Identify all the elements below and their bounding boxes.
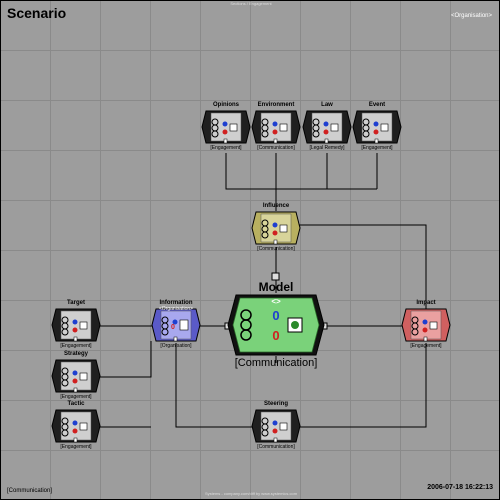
node-title: Model xyxy=(258,280,294,294)
node-subtitle: [Legal Remedy] xyxy=(309,145,345,151)
information-top-label: <Organisation> xyxy=(158,306,194,312)
node-title: Target xyxy=(67,300,85,306)
hexagon-shape xyxy=(251,110,301,144)
wire-strategy-information xyxy=(99,341,152,378)
node-law[interactable]: Law [Legal Remedy] xyxy=(302,102,352,154)
node-title: Opinions xyxy=(213,102,239,108)
hexagon-shape xyxy=(302,110,352,144)
hexagon-shape xyxy=(51,359,101,393)
wire-steering-information xyxy=(175,343,253,428)
hexagon-shape xyxy=(51,409,101,443)
node-environment[interactable]: Environment [Communication] xyxy=(251,102,301,154)
hexagon-shape xyxy=(201,110,251,144)
footer-credits: Systems - company.com/diff by www.system… xyxy=(204,491,298,496)
hexagon-shape xyxy=(401,308,451,342)
node-tactic[interactable]: Tactic [Engagement] xyxy=(51,401,101,453)
node-opinions[interactable]: Opinions [Engagement] xyxy=(201,102,251,154)
model-value-blue: 0 xyxy=(272,308,280,323)
node-impact[interactable]: Impact [Engagement] xyxy=(401,300,451,352)
node-subtitle: [Communication] xyxy=(257,444,295,450)
node-subtitle: [Engagement] xyxy=(410,343,442,349)
information-value-red: 0 xyxy=(171,324,175,331)
node-subtitle: [Engagement] xyxy=(210,145,242,151)
hexagon-shape xyxy=(151,308,201,342)
hexagon-shape xyxy=(227,294,325,356)
node-subtitle: [Communication] xyxy=(234,357,318,369)
node-steering[interactable]: Steering [Communication] xyxy=(251,401,301,453)
node-event[interactable]: Event [Engagement] xyxy=(352,102,402,154)
timestamp: 2006-07-18 16:22:13 xyxy=(427,484,493,491)
node-model[interactable]: Model <> 0 0 [Communication] xyxy=(226,280,326,372)
node-subtitle: [Engagement] xyxy=(60,444,92,450)
node-subtitle: [Organisation] xyxy=(160,343,192,349)
hexagon-shape xyxy=(51,308,101,342)
wire-opinions-influence xyxy=(225,153,378,211)
node-title: Law xyxy=(321,102,333,108)
node-title: Tactic xyxy=(67,401,85,407)
node-title: Strategy xyxy=(63,351,88,357)
organisation-badge: <Organisation> xyxy=(451,13,493,19)
node-title: Event xyxy=(368,102,386,108)
node-title: Influence xyxy=(262,203,290,209)
node-subtitle: [Engagement] xyxy=(60,394,92,400)
node-influence[interactable]: Influence [Communication] xyxy=(251,203,301,255)
hexagon-shape xyxy=(251,409,301,443)
footer-left-label: [Communication] xyxy=(7,488,53,494)
node-strategy[interactable]: Strategy [Engagement] xyxy=(51,351,101,403)
wire-influence-impact xyxy=(299,224,427,309)
hexagon-shape xyxy=(251,211,301,245)
node-title: Steering xyxy=(263,401,288,407)
node-title: Information xyxy=(159,300,193,306)
top-caption: Sections / Engagement xyxy=(230,1,272,6)
node-subtitle: [Engagement] xyxy=(361,145,393,151)
wire-impact-steering xyxy=(299,343,427,428)
node-subtitle: [Communication] xyxy=(257,246,295,252)
node-subtitle: [Communication] xyxy=(257,145,295,151)
model-value-red: 0 xyxy=(272,328,280,343)
node-information[interactable]: Information <Organisation> 0 [Organisati… xyxy=(151,300,201,352)
hexagon-shape xyxy=(352,110,402,144)
node-target[interactable]: Target [Engagement] xyxy=(51,300,101,352)
model-top-symbol: <> xyxy=(271,297,281,306)
node-title: Impact xyxy=(416,300,436,306)
node-title: Environment xyxy=(257,102,295,108)
page-title: Scenario xyxy=(7,5,67,21)
node-subtitle: [Engagement] xyxy=(60,343,92,349)
model-top-connector xyxy=(271,272,280,281)
